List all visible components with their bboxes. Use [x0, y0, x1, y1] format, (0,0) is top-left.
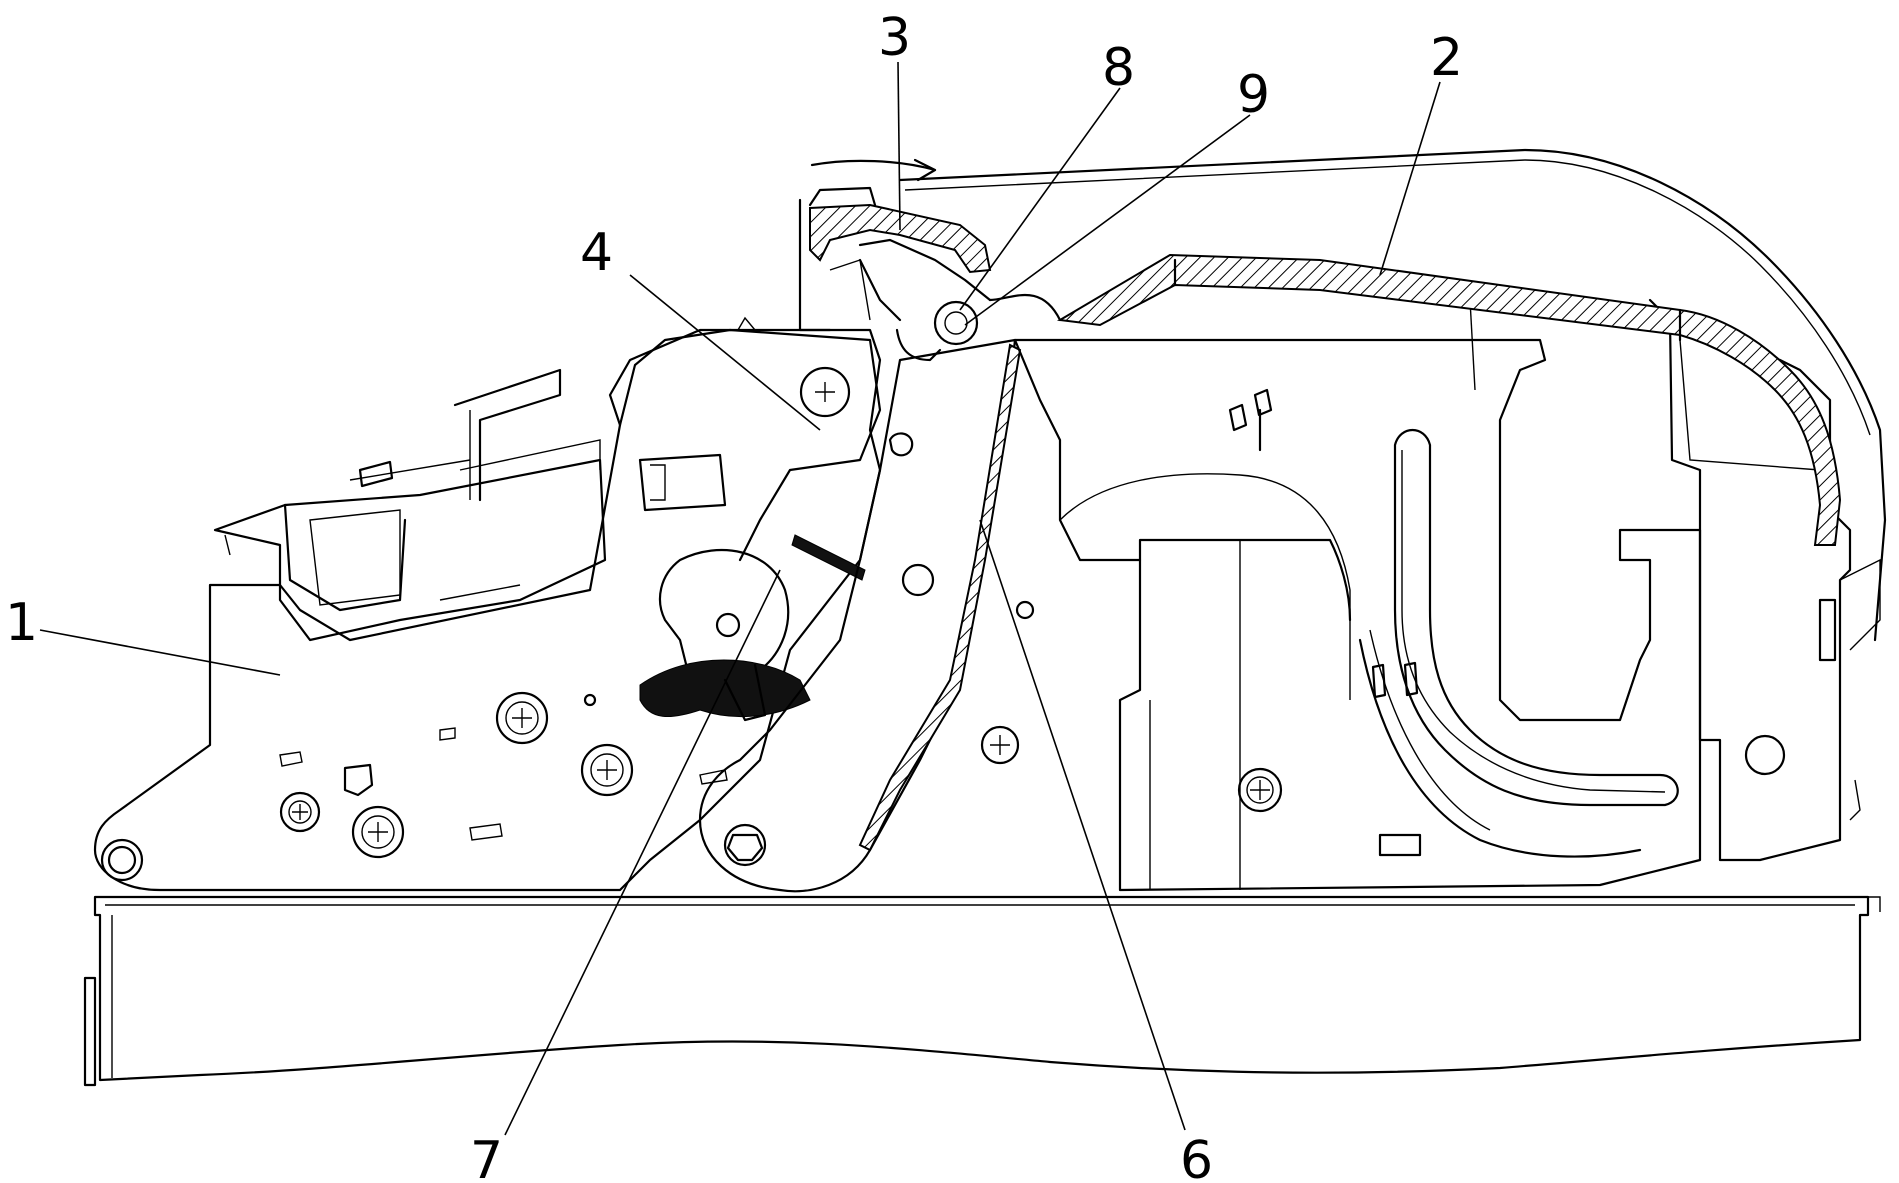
- screw-e: [1239, 769, 1281, 811]
- screw-d: [281, 793, 319, 831]
- leader-8: [960, 88, 1120, 310]
- screw-c: [353, 807, 403, 857]
- callout-9: 9: [1237, 65, 1270, 125]
- callout-8: 8: [1102, 38, 1135, 98]
- leader-lines: [40, 62, 1440, 1135]
- callout-labels: 1 2 3 4 6 7 8 9: [5, 8, 1463, 1183]
- left-frame-plate: [95, 330, 880, 890]
- top-cover-2: [900, 150, 1885, 640]
- callout-1: 1: [5, 593, 38, 653]
- rotation-arrow: [812, 160, 935, 180]
- leader-4: [630, 275, 820, 430]
- leader-1: [40, 630, 280, 675]
- callout-7: 7: [470, 1131, 503, 1183]
- side-frame-4: [620, 318, 880, 560]
- screw-b: [582, 745, 632, 795]
- right-bracket: [1650, 300, 1880, 860]
- screw-a: [497, 693, 547, 743]
- callout-3: 3: [878, 8, 911, 68]
- leader-2: [1380, 82, 1440, 275]
- gear-disc-7: [640, 535, 933, 720]
- callout-4: 4: [580, 223, 613, 283]
- leader-3: [898, 62, 900, 230]
- callout-6: 6: [1180, 1131, 1213, 1183]
- leader-7: [505, 570, 780, 1135]
- pivot-cover-3: [800, 188, 1060, 360]
- lever-arm-6: [700, 340, 1033, 891]
- base-tray: [85, 897, 1880, 1085]
- right-frame: [1015, 300, 1784, 890]
- leader-6: [980, 520, 1185, 1130]
- callout-2: 2: [1430, 28, 1463, 88]
